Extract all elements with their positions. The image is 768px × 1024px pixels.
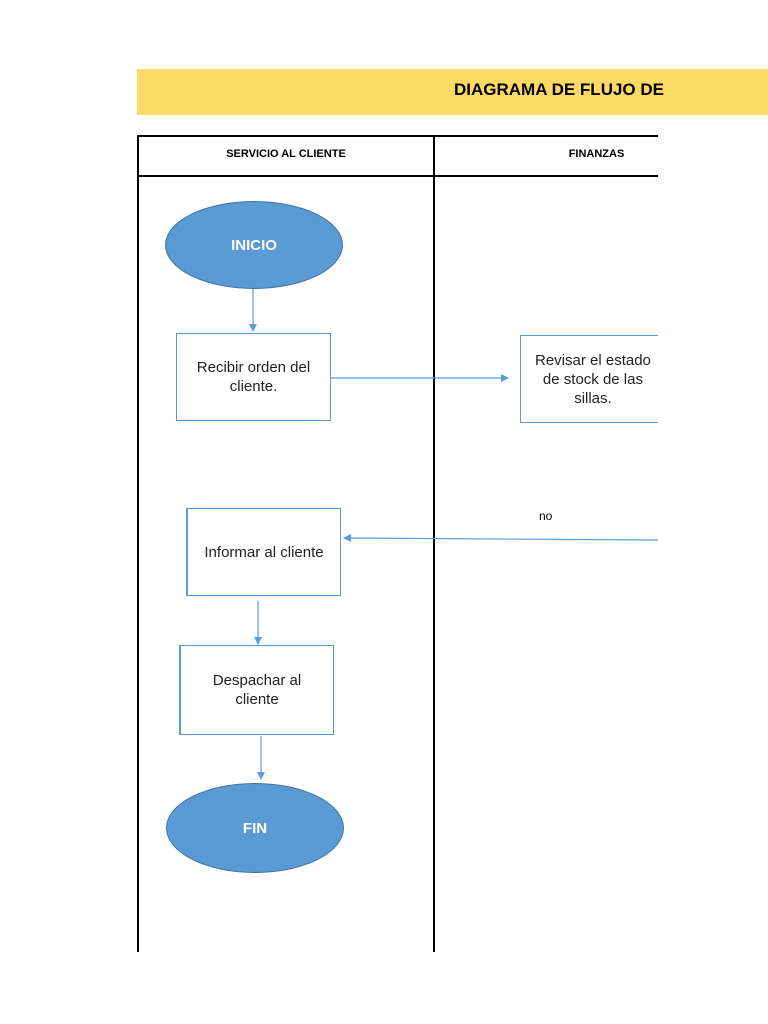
edge-no-informar	[343, 534, 659, 543]
node-fin: FIN	[166, 783, 344, 873]
node-recibir-orden: Recibir orden del cliente.	[176, 333, 331, 421]
node-revisar-stock: Revisar el estado de stock de las sillas…	[520, 335, 680, 423]
lane-separator	[433, 135, 435, 952]
node-inicio: INICIO	[165, 201, 343, 289]
edge-label-no: no	[539, 509, 553, 523]
lane-left-border	[137, 135, 139, 952]
node-despachar-cliente: Despachar al cliente	[179, 645, 334, 735]
right-clip	[658, 116, 768, 1024]
title-bar	[137, 69, 768, 115]
diagram-title: DIAGRAMA DE FLUJO DE	[454, 80, 664, 99]
lane-header-finanzas: FINANZAS	[568, 148, 625, 160]
node-informar-cliente: Informar al cliente	[186, 508, 341, 596]
lane-header-divider	[137, 175, 658, 177]
lane-top-border	[137, 135, 658, 137]
lane-header-servicio: SERVICIO AL CLIENTE	[226, 148, 346, 160]
